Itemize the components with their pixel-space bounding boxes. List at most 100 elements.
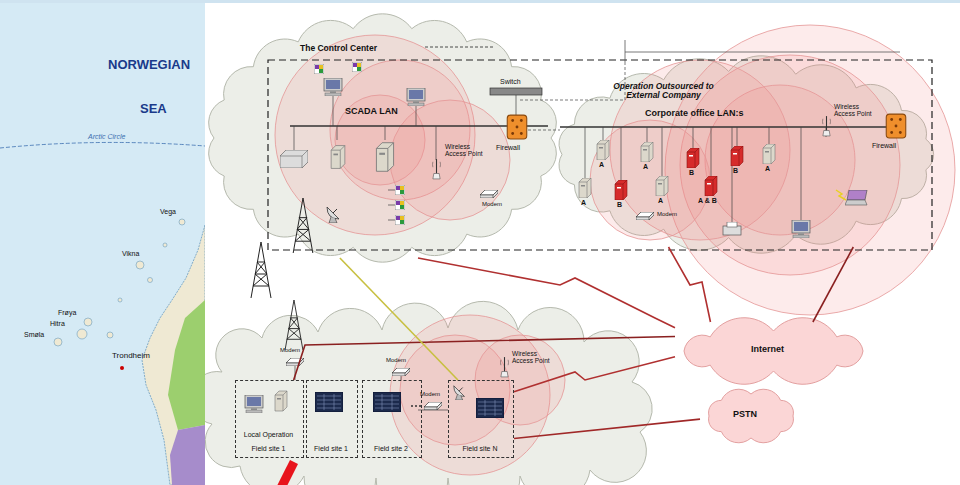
server-b: [731, 146, 743, 166]
device-label: Corporate office LAN:s: [645, 109, 744, 119]
device-label: A: [658, 197, 663, 205]
device-label: B: [617, 201, 622, 209]
path-shape: [836, 190, 846, 200]
circle-shape: [118, 298, 122, 302]
network-link: [514, 419, 700, 438]
rect-shape: [0, 0, 205, 485]
tower: [285, 300, 303, 350]
node-title: The Control Center: [300, 44, 420, 53]
scada-icon: [314, 64, 324, 74]
line-shape: [337, 126, 338, 140]
field-site-box: Local OperationField site 1: [235, 380, 304, 458]
device-label: Modem: [657, 211, 677, 218]
rect-shape: [490, 88, 542, 95]
node-title: Operation Outsourced to External Company: [601, 82, 726, 101]
node-title: Field site 2: [363, 445, 419, 453]
device-label: A: [643, 163, 648, 171]
path-shape: [585, 127, 801, 222]
computer: [407, 88, 425, 106]
control-center-cloud: The Control Center: [205, 18, 560, 258]
outsourced-cloud: Operation Outsourced to External Company: [553, 62, 938, 247]
device-label: A: [599, 161, 604, 169]
server-a: [763, 144, 775, 164]
line-shape: [693, 127, 694, 148]
map-label: SEA: [140, 102, 167, 116]
server-a: [597, 140, 609, 160]
modem: [480, 190, 498, 198]
circle-shape: [415, 405, 417, 407]
scada-icon: [395, 215, 405, 225]
circle-shape: [179, 219, 185, 225]
rack: [373, 392, 401, 412]
path-shape: [295, 366, 448, 410]
printer: [723, 222, 741, 235]
line-shape: [416, 106, 417, 126]
line-shape: [333, 96, 334, 126]
network-link: [669, 247, 711, 322]
network-link: [340, 258, 458, 380]
circle-shape: [136, 261, 144, 269]
network-link: [294, 337, 675, 381]
scada-icon: [352, 62, 362, 72]
field-site-box: Field site 2: [362, 380, 422, 458]
device-label: B: [733, 167, 738, 175]
device-label: Modem: [420, 391, 440, 398]
circle-shape: [163, 243, 167, 247]
modem: [636, 212, 654, 220]
scada-icon: [395, 200, 405, 210]
map-label: Vikna: [122, 250, 139, 258]
rack: [315, 392, 343, 412]
map-label: Frøya: [58, 309, 76, 317]
device-label: B: [689, 169, 694, 177]
server-b: [687, 148, 699, 168]
device-label: Wireless Access Point: [445, 143, 491, 157]
device-label: SCADA LAN: [345, 107, 398, 117]
line-shape: [603, 127, 604, 140]
node-title: Internet: [675, 345, 860, 355]
antenna: [500, 357, 508, 377]
server-a: [579, 178, 591, 198]
circle-shape: [54, 338, 62, 346]
node-title: Field site N: [449, 445, 511, 453]
line-shape: [625, 52, 900, 53]
circle-shape: [419, 405, 421, 407]
modem: [392, 368, 410, 376]
path-shape: [388, 190, 395, 220]
firewall: [886, 114, 906, 138]
computer: [792, 220, 810, 238]
circle-shape: [77, 329, 87, 339]
device-label: Wireless Access Point: [512, 350, 558, 364]
rect-shape: [268, 60, 932, 250]
map: [0, 0, 205, 485]
device-label: Modem: [280, 347, 300, 354]
server-b: [615, 180, 627, 200]
device-label: Modem: [386, 357, 406, 364]
computer: [245, 395, 263, 413]
device-label: Firewall: [872, 142, 896, 150]
line-shape: [294, 126, 295, 150]
server-a: [656, 176, 668, 196]
internet-cloud: Internet: [675, 322, 872, 380]
g-shape: [295, 366, 448, 410]
path-shape: [0, 142, 205, 148]
device-label: Modem: [482, 201, 502, 208]
line-shape: [280, 462, 294, 485]
map-label: NORWEGIAN: [108, 58, 190, 72]
tower: [251, 242, 271, 298]
map-label: Vega: [160, 208, 176, 216]
circle-shape: [590, 120, 710, 240]
pstn-cloud: PSTN: [700, 385, 802, 447]
cloud-shape: [559, 56, 934, 253]
circle-shape: [411, 405, 413, 407]
cloud-outline: [553, 62, 938, 247]
device-label: Firewall: [496, 144, 520, 152]
field-site-box: Field site N: [448, 380, 514, 458]
server-b: [705, 176, 717, 196]
node-caption: Field site 1: [236, 445, 301, 453]
line-shape: [647, 127, 648, 142]
firewall: [507, 115, 527, 139]
g-shape: [411, 405, 421, 407]
line-shape: [625, 40, 626, 62]
dish: [454, 386, 465, 400]
